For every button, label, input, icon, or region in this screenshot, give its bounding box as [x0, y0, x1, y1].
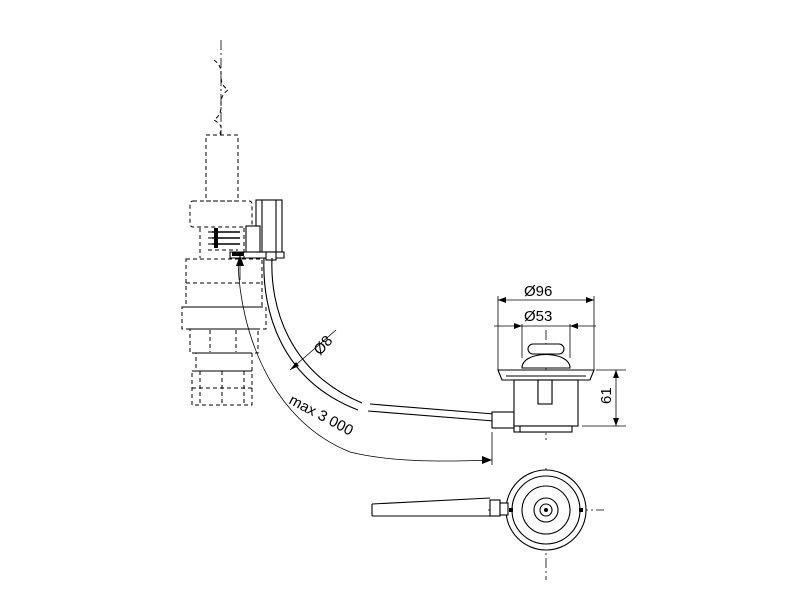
hose-length-dimension: max 3 000 [237, 261, 493, 465]
height-label: 61 [598, 387, 615, 404]
push-button-side-view [497, 296, 595, 440]
outer-diameter-label: Ø96 [524, 283, 552, 300]
hose-diameter-label: Ø8 [310, 332, 336, 358]
inner-diameter-dimension: Ø53 [494, 308, 596, 329]
outer-diameter-dimension: Ø96 [498, 283, 594, 303]
valve-body-dashed [181, 40, 267, 406]
push-button-top-view [371, 468, 604, 580]
hose-diameter-dimension: Ø8 [289, 329, 336, 371]
inner-diameter-label: Ø53 [524, 308, 552, 325]
actuator-head [212, 199, 285, 280]
height-dimension: 61 [582, 369, 626, 427]
hose-length-label: max 3 000 [286, 392, 356, 440]
